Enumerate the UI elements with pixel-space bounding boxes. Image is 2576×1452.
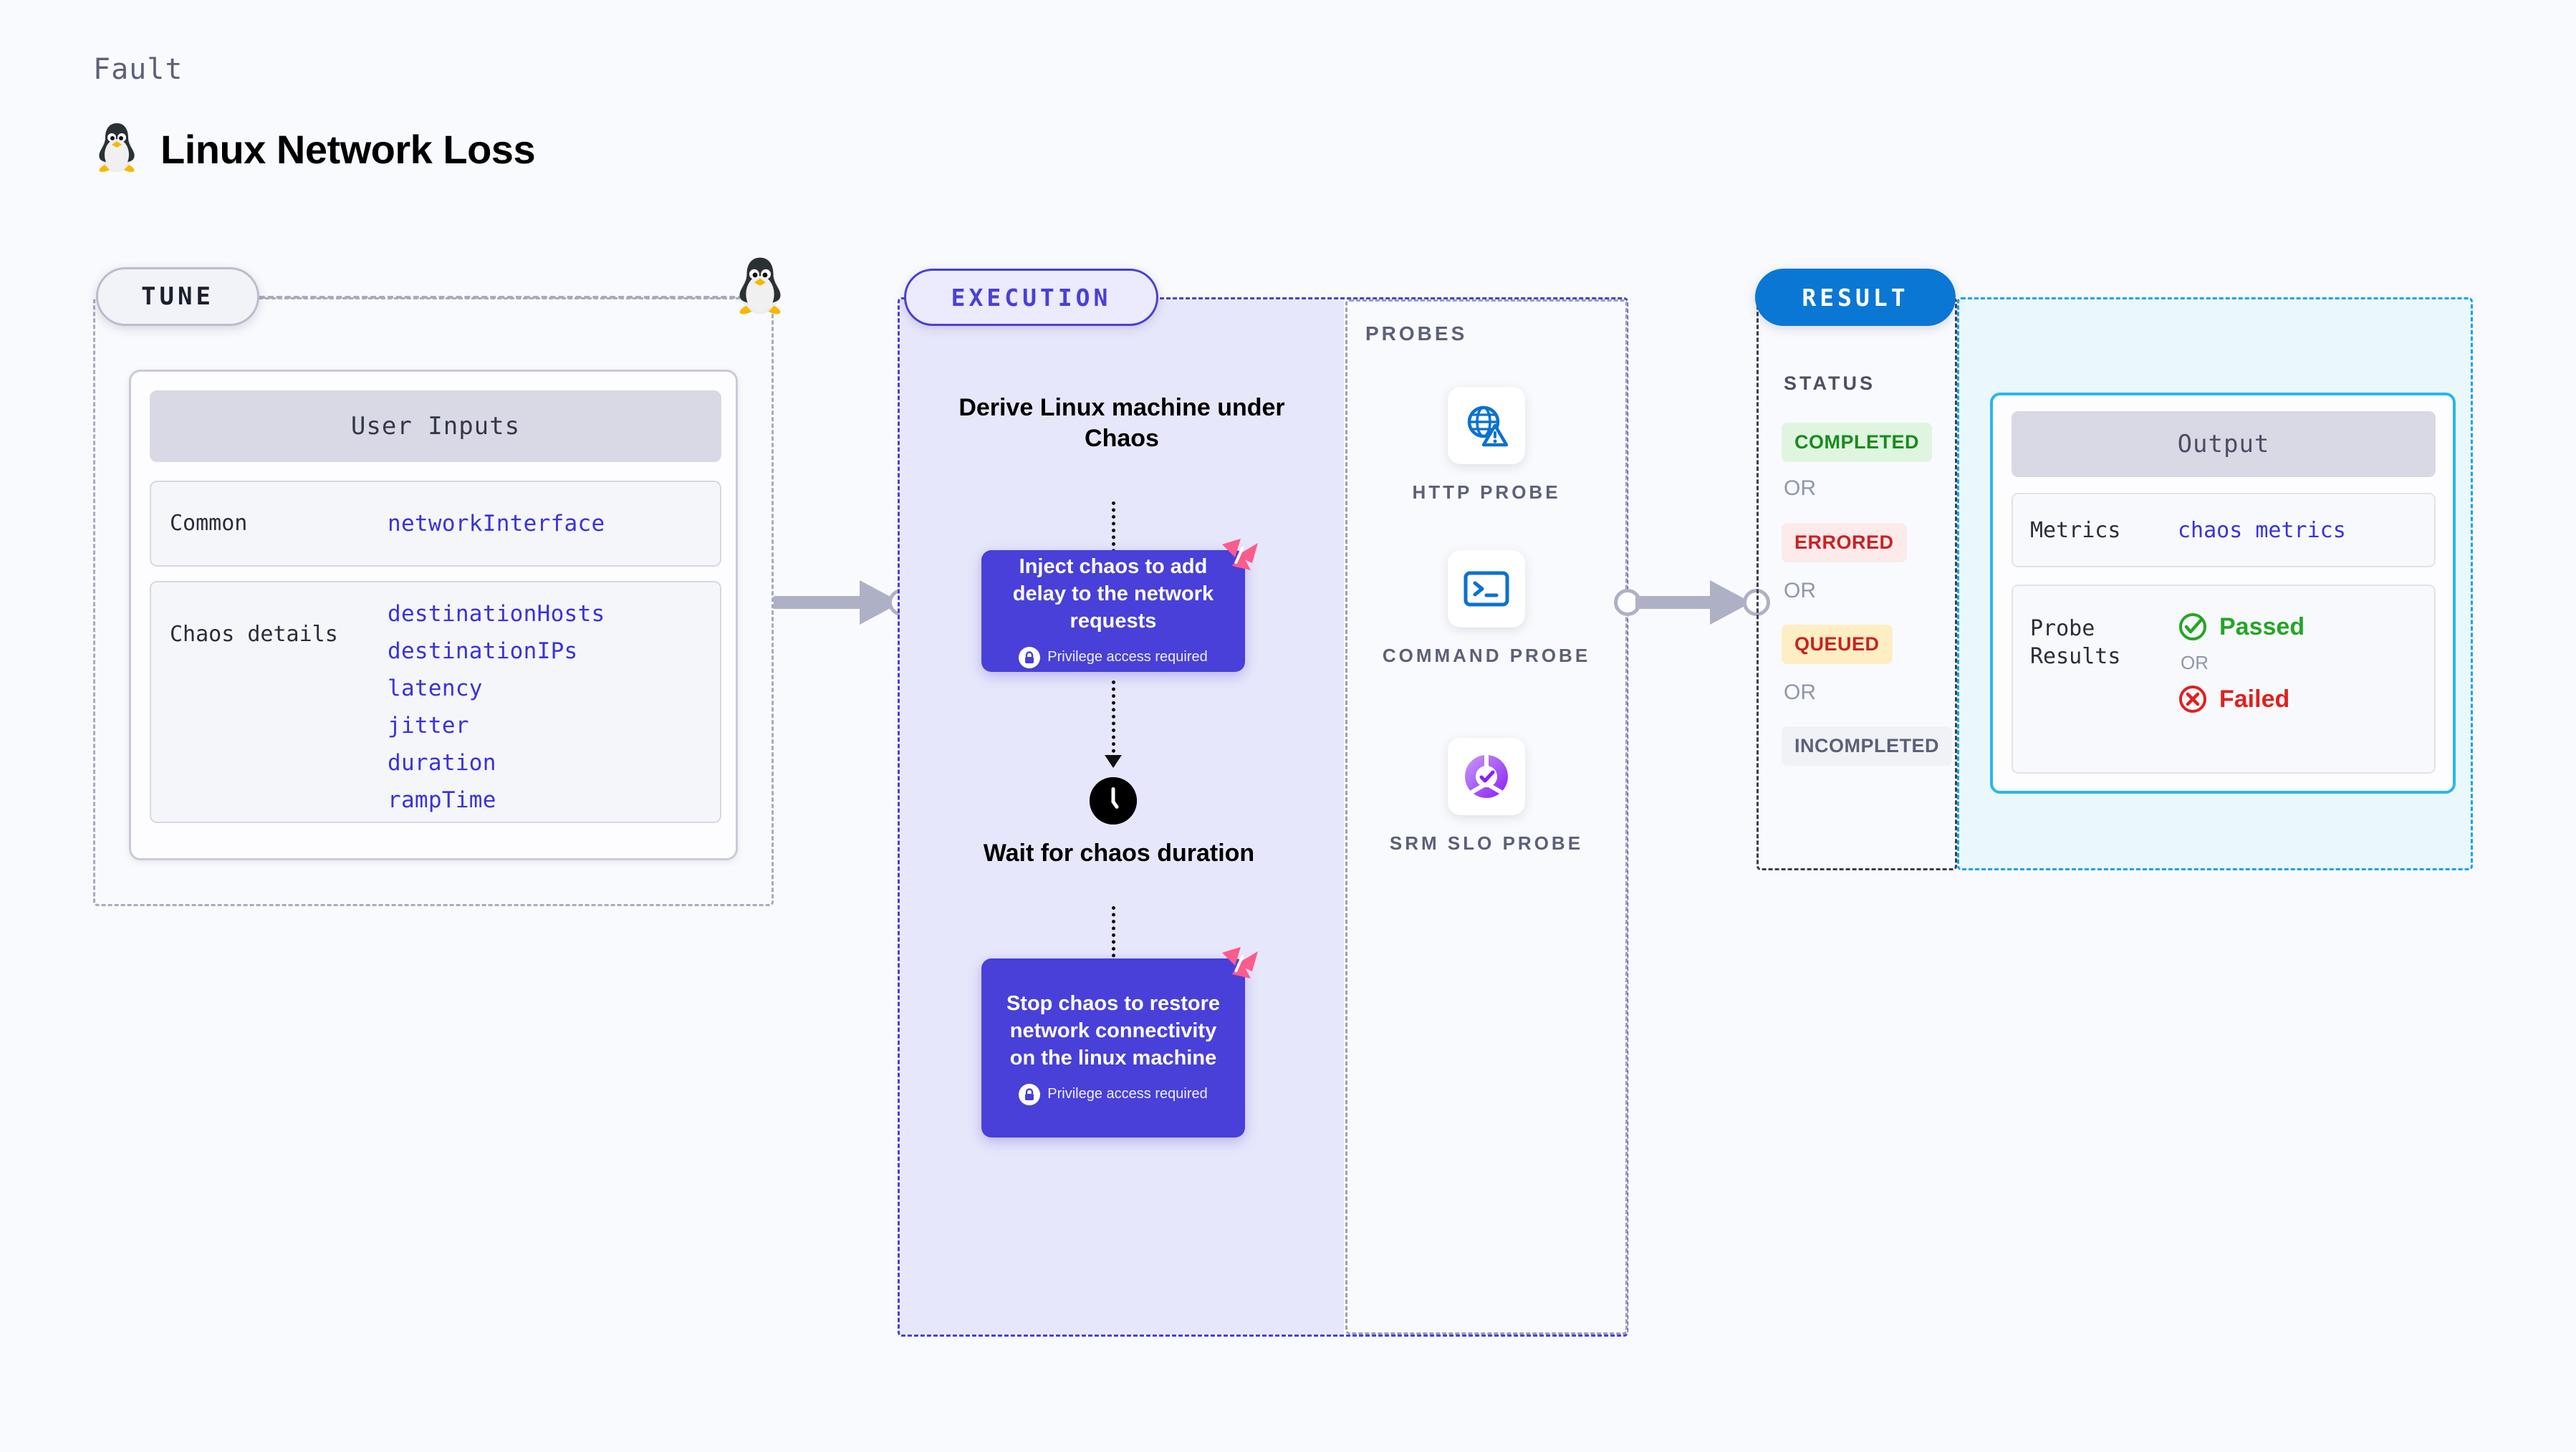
row-values: networkInterface bbox=[388, 511, 605, 537]
harness-logo-icon bbox=[1219, 534, 1261, 576]
output-value[interactable]: chaos metrics bbox=[2178, 517, 2346, 543]
verdict-passed: Passed bbox=[2178, 612, 2305, 642]
status-badge-completed: COMPLETED bbox=[1782, 423, 1933, 462]
execution-step-derive-title: Derive Linux machine under Chaos bbox=[958, 394, 1285, 452]
lock-icon bbox=[1019, 1083, 1041, 1105]
connector-tune-to-execution bbox=[774, 580, 917, 625]
privilege-text: Privilege access required bbox=[1047, 649, 1208, 665]
lock-icon bbox=[1019, 646, 1041, 668]
output-key: Metrics bbox=[2030, 517, 2121, 543]
probe-label: HTTP PROBE bbox=[1412, 481, 1561, 503]
clock-icon bbox=[1090, 777, 1137, 824]
harness-logo-icon bbox=[1219, 943, 1261, 984]
probe-http[interactable]: HTTP PROBE bbox=[1345, 387, 1628, 505]
probe-label: SRM SLO PROBE bbox=[1389, 832, 1584, 854]
check-circle-icon bbox=[2178, 612, 2208, 642]
verdict-failed: Failed bbox=[2178, 684, 2305, 714]
tune-pill[interactable]: TUNE bbox=[96, 267, 259, 326]
connector-execution-to-result bbox=[1614, 580, 1772, 625]
verdict-list: Passed OR Failed bbox=[2178, 586, 2305, 714]
input-param[interactable]: jitter bbox=[388, 713, 469, 739]
fault-eyebrow-label: Fault bbox=[93, 53, 183, 86]
terminal-icon bbox=[1448, 550, 1525, 628]
privilege-text: Privilege access required bbox=[1047, 1086, 1208, 1102]
close-circle-icon bbox=[2178, 684, 2208, 714]
status-badge-incompleted: INCOMPLETED bbox=[1782, 726, 1953, 766]
step-label: Stop chaos to restore network connectivi… bbox=[1006, 992, 1221, 1069]
output-row-probe-results: Probe Results Passed OR bbox=[2012, 585, 2436, 774]
status-or-2: OR bbox=[1784, 579, 1816, 602]
input-param[interactable]: networkInterface bbox=[388, 511, 605, 537]
verdict-label: Failed bbox=[2219, 685, 2290, 713]
user-inputs-card: User Inputs Common networkInterface Chao… bbox=[129, 370, 738, 860]
execution-step-inject-chaos[interactable]: Inject chaos to add delay to the network… bbox=[981, 539, 1258, 672]
output-header: Output bbox=[2012, 411, 2436, 477]
execution-step-stop-chaos[interactable]: Stop chaos to restore network connectivi… bbox=[981, 947, 1258, 1138]
input-param[interactable]: rampTime bbox=[388, 787, 496, 813]
fault-title-row: Linux Network Loss bbox=[93, 120, 536, 178]
output-card: Output Metrics chaos metrics Probe Resul… bbox=[1990, 393, 2456, 794]
input-param[interactable]: duration bbox=[388, 750, 496, 776]
user-input-row-common: Common networkInterface bbox=[150, 481, 721, 567]
arrow-inject-to-wait bbox=[1105, 681, 1122, 768]
row-values: destinationHosts destinationIPs latency … bbox=[388, 582, 605, 813]
tux-penguin-corner-icon bbox=[732, 254, 788, 320]
output-row-metrics: Metrics chaos metrics bbox=[2012, 493, 2436, 567]
step-label: Inject chaos to add delay to the network… bbox=[1012, 555, 1214, 633]
output-key: Probe Results bbox=[2030, 616, 2121, 669]
probes-title: PROBES bbox=[1365, 322, 1468, 345]
status-or-3: OR bbox=[1784, 681, 1816, 704]
result-pill[interactable]: RESULT bbox=[1755, 269, 1956, 326]
input-param[interactable]: destinationHosts bbox=[388, 601, 605, 627]
user-inputs-header: User Inputs bbox=[150, 390, 721, 462]
execution-pill[interactable]: EXECUTION bbox=[904, 269, 1158, 326]
status-badge-errored: ERRORED bbox=[1782, 523, 1907, 562]
slo-donut-check-icon bbox=[1448, 738, 1525, 815]
page-title: Linux Network Loss bbox=[160, 126, 536, 172]
input-param[interactable]: latency bbox=[388, 675, 483, 701]
status-badge-queued: QUEUED bbox=[1782, 625, 1893, 664]
row-key: Common bbox=[170, 511, 248, 537]
globe-warning-icon bbox=[1448, 387, 1525, 464]
status-or-1: OR bbox=[1784, 476, 1816, 500]
tune-top-dash bbox=[259, 296, 761, 299]
row-key: Chaos details bbox=[170, 622, 338, 647]
tux-penguin-icon bbox=[93, 120, 140, 178]
probe-command[interactable]: COMMAND PROBE bbox=[1345, 550, 1628, 668]
probes-panel bbox=[1345, 299, 1628, 1335]
execution-step-wait-title: Wait for chaos duration bbox=[983, 840, 1255, 867]
probe-label: COMMAND PROBE bbox=[1382, 645, 1591, 666]
input-param[interactable]: destinationIPs bbox=[388, 638, 578, 664]
verdict-label: Passed bbox=[2219, 612, 2305, 640]
verdict-or: OR bbox=[2181, 652, 2209, 673]
privilege-note: Privilege access required bbox=[1019, 1083, 1208, 1105]
status-title: STATUS bbox=[1784, 372, 1875, 394]
probe-srm-slo[interactable]: SRM SLO PROBE bbox=[1345, 738, 1628, 856]
privilege-note: Privilege access required bbox=[1019, 646, 1208, 668]
user-input-row-chaos-details: Chaos details destinationHosts destinati… bbox=[150, 581, 721, 823]
